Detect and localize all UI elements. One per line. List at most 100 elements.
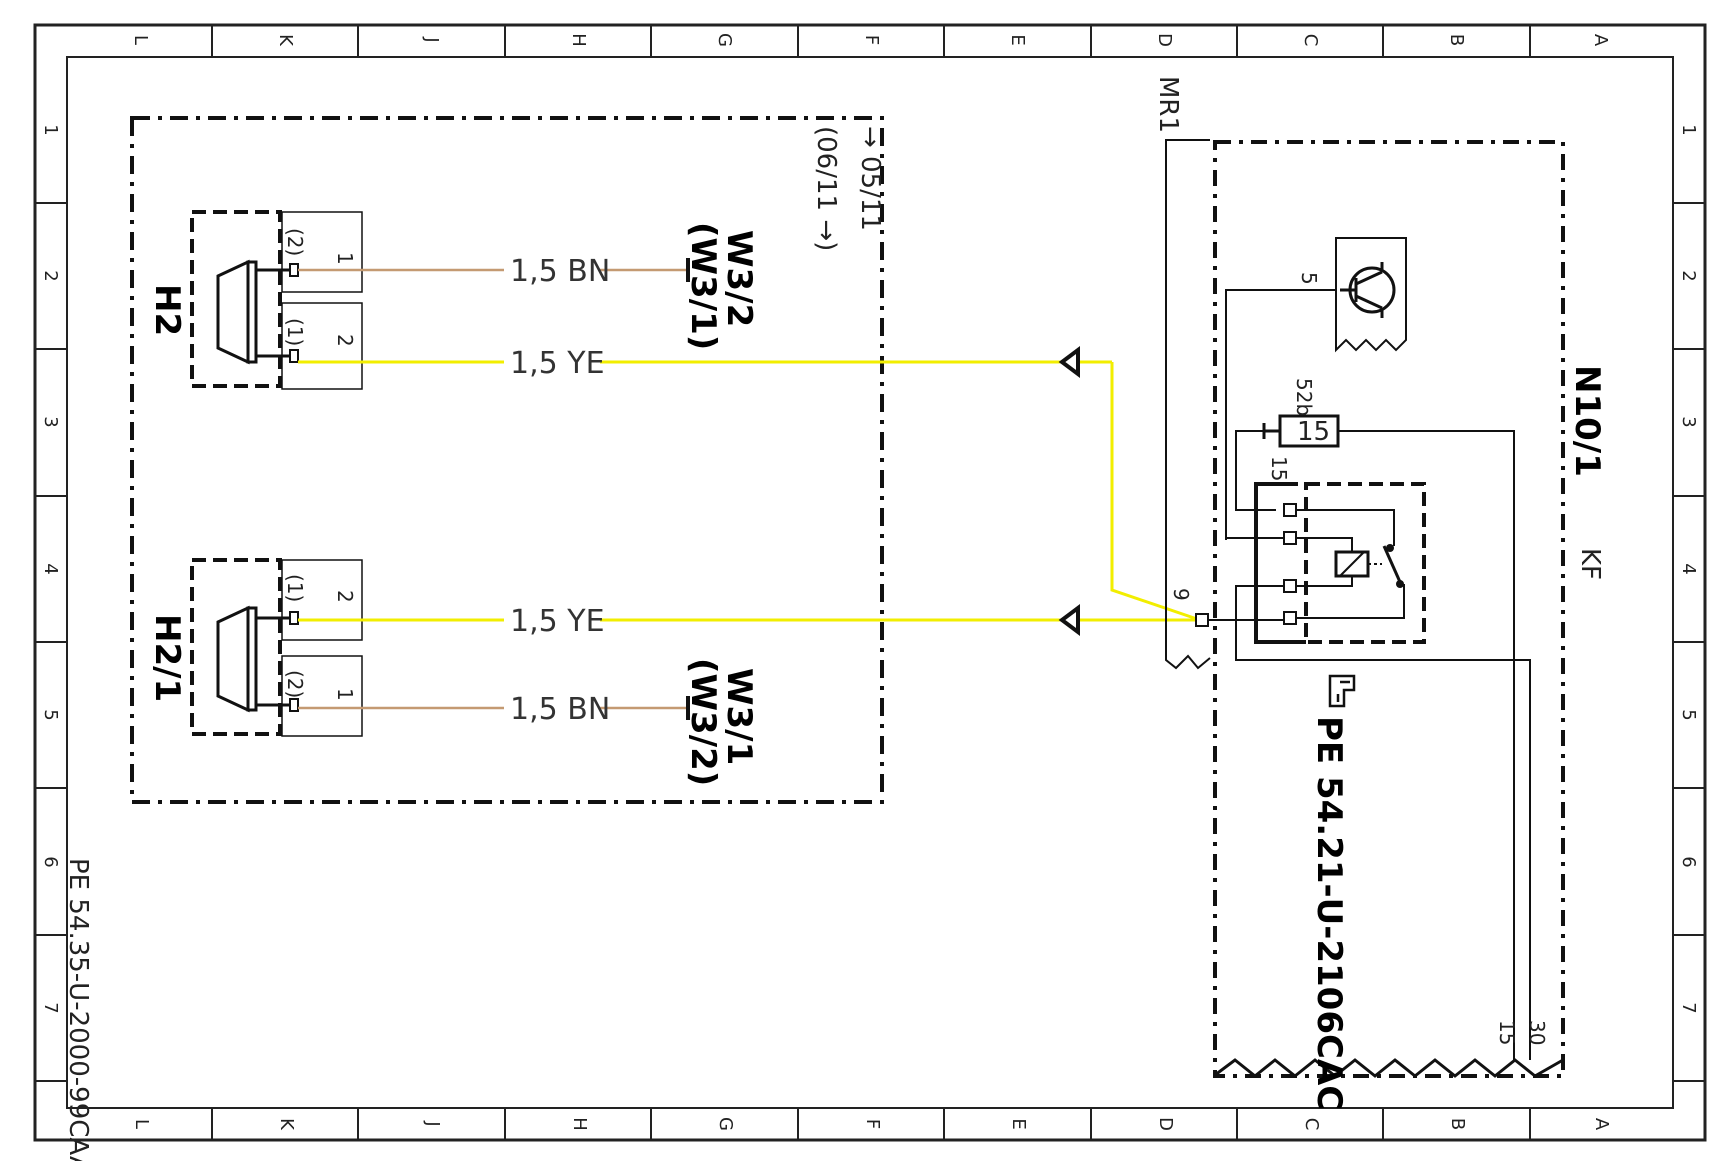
module-break-line <box>1214 1058 1564 1078</box>
fuse-icon <box>1278 414 1340 448</box>
ground-point-label: (W3/1) <box>683 222 723 350</box>
connector-label-mr1: MR1 <box>1153 76 1183 133</box>
row-labels-left: 1 2 3 4 5 6 7 <box>40 124 61 1013</box>
col-label: L <box>131 1119 152 1129</box>
arrow-connector-icon <box>1058 604 1080 636</box>
document-number: PE 54.35-U-2000-99CAA <box>63 858 93 1161</box>
col-label: H <box>568 33 589 47</box>
column-labels-top: L K J H G F E D C B A <box>130 33 1611 47</box>
col-label: B <box>1447 1118 1468 1130</box>
cross-ref-from: → 05/11 <box>855 126 885 231</box>
row-label: 7 <box>40 1002 61 1013</box>
col-label: A <box>1590 34 1611 47</box>
outer-frame <box>33 23 1707 1142</box>
pin-label: (2) <box>283 228 307 256</box>
col-label: J <box>422 1120 443 1126</box>
row-labels-right: 1 2 3 4 5 6 7 <box>1678 124 1699 1013</box>
relay-block <box>1226 482 1531 1060</box>
row-label: 2 <box>40 270 61 281</box>
row-dividers <box>35 202 1705 1082</box>
ground-point-label: W3/1 <box>719 668 759 765</box>
pin-block <box>281 559 363 641</box>
row-label: 6 <box>1678 856 1699 867</box>
speaker-icon <box>216 605 250 713</box>
wire-ye-2: 1,5 YE <box>298 604 1200 639</box>
horn-group-boundary <box>130 116 884 804</box>
pin-label: (1) <box>283 574 307 602</box>
wire-label: 1,5 BN <box>510 692 610 727</box>
pin-number: 5 <box>1297 272 1321 285</box>
wire-bn-2: 1,5 BN <box>298 692 690 727</box>
row-label: 3 <box>1678 416 1699 427</box>
ground-point-label: W3/2 <box>719 230 759 327</box>
inner-frame <box>66 56 1674 1109</box>
col-label: E <box>1007 34 1028 45</box>
col-label: D <box>1154 33 1175 47</box>
col-label: D <box>1155 1117 1176 1131</box>
speaker-icon <box>216 259 250 365</box>
pointing-hand-icon <box>1328 674 1356 708</box>
col-label: F <box>862 1119 883 1129</box>
pin-block <box>281 302 363 390</box>
module-sublabel-kf: KF <box>1575 548 1605 580</box>
transistor-block: 5 <box>1225 237 1407 540</box>
module-label-n10-1: N10/1 <box>1567 365 1607 477</box>
wire-label: 1,5 YE <box>510 604 605 639</box>
col-label: C <box>1301 1118 1322 1131</box>
row-label: 4 <box>40 563 61 574</box>
arrow-connector-icon <box>1058 346 1080 378</box>
row-label: 2 <box>1678 270 1699 281</box>
horn-h2-1-boundary <box>190 558 282 736</box>
connector-bracket <box>1165 139 1211 670</box>
pin-number: 2 <box>333 334 357 347</box>
row-label: 6 <box>40 856 61 867</box>
col-label: K <box>276 1118 297 1131</box>
pin-number: 15 <box>1495 1020 1519 1045</box>
pin-number: 15 <box>1267 456 1291 481</box>
reference-note: PE 54.21-U-2106CAC <box>1309 674 1356 1110</box>
pin-label: (1) <box>283 318 307 346</box>
relay-switch-icon <box>1382 545 1402 583</box>
col-label: F <box>861 35 882 45</box>
wire-ye-1: 1,5 YE <box>298 346 1201 622</box>
col-label: E <box>1008 1118 1029 1129</box>
row-label: 1 <box>40 124 61 135</box>
wire-label: 1,5 YE <box>510 346 605 381</box>
col-label: L <box>130 35 151 45</box>
col-label: A <box>1591 1118 1612 1131</box>
pin-label: (2) <box>283 670 307 698</box>
col-label: J <box>421 36 442 42</box>
pin-number: 2 <box>333 590 357 603</box>
horn-h2-1: (1) 2 (2) 1 H2/1 <box>147 558 363 737</box>
reference-note-text: PE 54.21-U-2106CAC <box>1309 716 1349 1110</box>
cross-ref-to: (06/11 →) <box>811 126 841 251</box>
col-label: K <box>275 34 296 47</box>
horn-h2-boundary <box>190 210 282 388</box>
component-label-h2: H2 <box>147 284 187 336</box>
pin-number: 30 <box>1525 1020 1549 1045</box>
horn-h2: (2) 1 (1) 2 H2 <box>147 210 363 390</box>
pin-number: 1 <box>333 252 357 265</box>
row-label: 7 <box>1678 1002 1699 1013</box>
pin-number: 1 <box>333 688 357 701</box>
row-label: 3 <box>40 416 61 427</box>
wire-label: 1,5 BN <box>510 254 610 289</box>
col-label: C <box>1300 34 1321 47</box>
row-label: 4 <box>1678 563 1699 574</box>
pin-number: 9 <box>1169 588 1193 601</box>
fuse-label: 52b <box>1292 378 1316 416</box>
component-label-h2-1: H2/1 <box>147 614 187 702</box>
pin-block <box>281 655 363 737</box>
column-labels-bottom: L K J H G F E D C B A <box>131 1117 1612 1131</box>
pin-block <box>281 211 363 293</box>
relay-boundary <box>1304 482 1426 644</box>
ground-point-label: (W3/2) <box>683 658 723 786</box>
fuse-value: 15 <box>1297 417 1330 447</box>
row-label: 1 <box>1678 124 1699 135</box>
col-label: H <box>569 1117 590 1131</box>
col-label: B <box>1446 34 1467 46</box>
row-label: 5 <box>1678 709 1699 720</box>
col-label: G <box>714 33 735 47</box>
row-label: 5 <box>40 709 61 720</box>
